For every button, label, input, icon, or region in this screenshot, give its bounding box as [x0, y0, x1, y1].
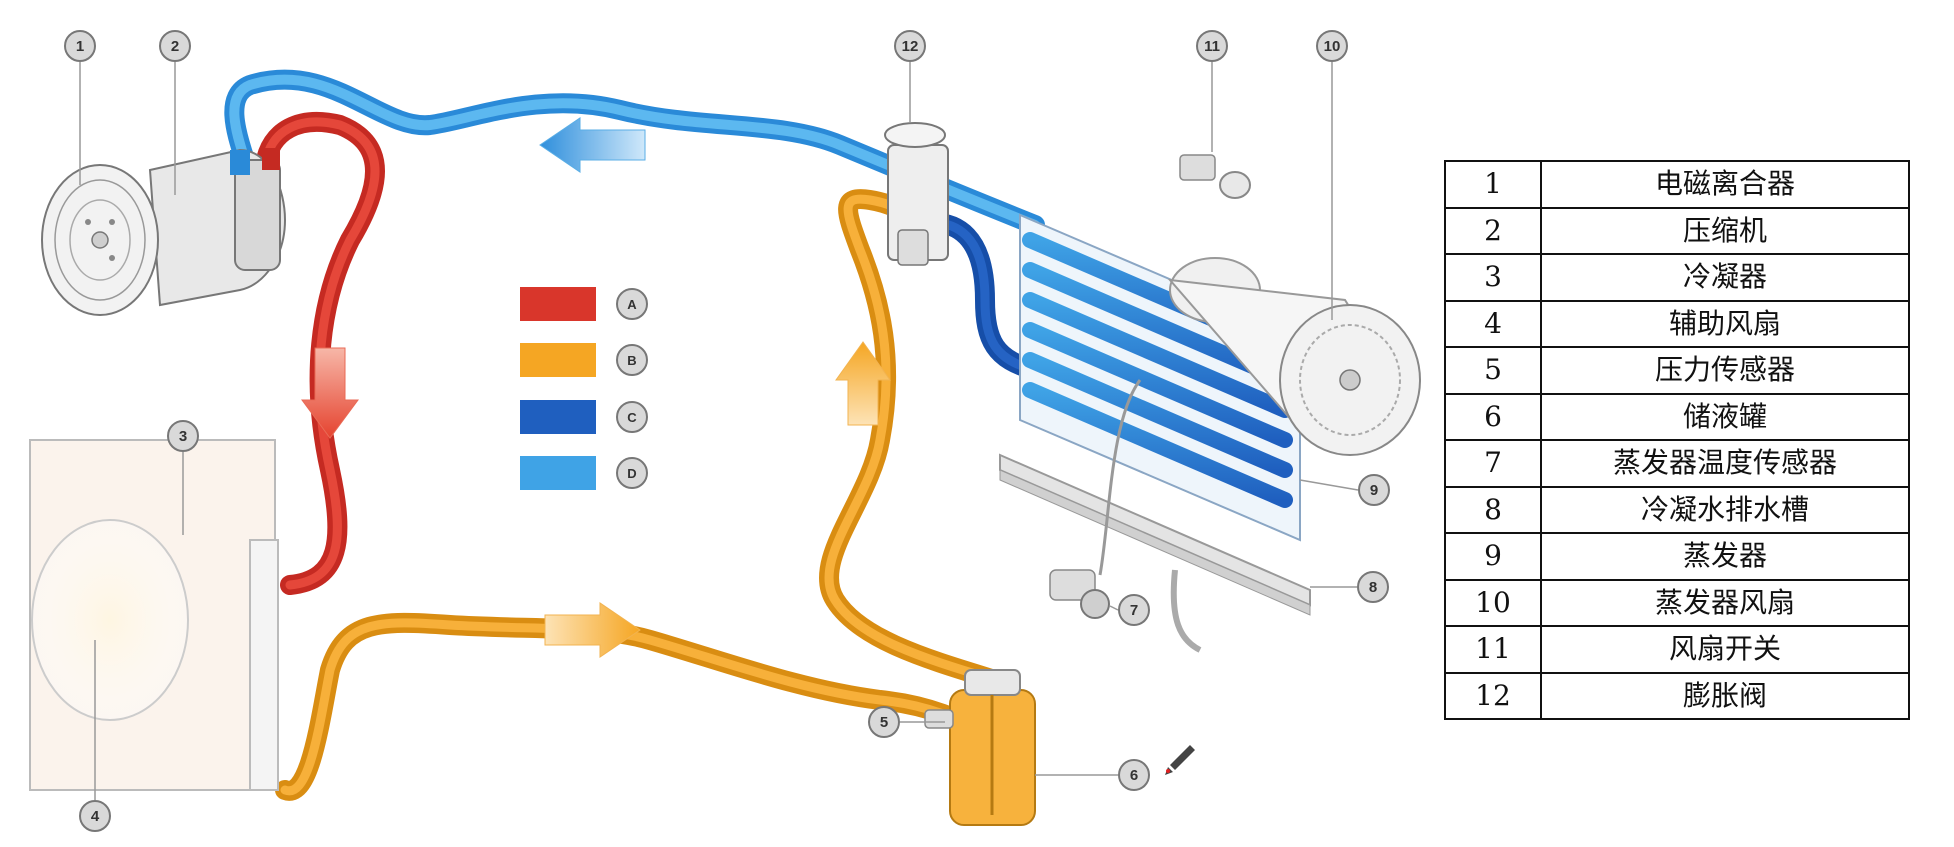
evaporator-temperature-sensor — [1049, 379, 1142, 619]
callout-1: 1 — [64, 30, 96, 62]
callouts: 1 2 3 4 5 6 7 8 — [64, 30, 1390, 832]
callout-5: 5 — [868, 706, 900, 738]
fan-switch — [1179, 154, 1251, 199]
legend-swatch-c — [520, 400, 596, 434]
compressor — [148, 148, 287, 307]
callout-9: 9 — [1358, 474, 1390, 506]
callout-3: 3 — [167, 420, 199, 452]
part-number: 9 — [1444, 532, 1542, 581]
legend-label-c: C — [627, 410, 637, 425]
part-name: 风扇开关 — [1540, 625, 1910, 674]
part-number: 2 — [1444, 206, 1542, 255]
part-number: 7 — [1444, 439, 1542, 488]
part-number: 4 — [1444, 299, 1542, 348]
part-name: 蒸发器风扇 — [1540, 578, 1910, 627]
svg-text:1: 1 — [76, 38, 84, 55]
auxiliary-fan — [31, 519, 189, 721]
legend-swatch-b — [520, 343, 596, 377]
pressure-sensor — [924, 709, 954, 729]
part-name: 冷凝器 — [1540, 253, 1910, 302]
flow-arrow-orange-up — [835, 341, 891, 426]
callout-8: 8 — [1357, 571, 1389, 603]
magnetic-clutch — [41, 164, 159, 316]
part-name: 膨胀阀 — [1540, 671, 1910, 720]
expansion-valve — [884, 122, 949, 266]
svg-text:2: 2 — [171, 38, 179, 55]
flow-arrow-orange-right — [544, 602, 641, 658]
svg-text:12: 12 — [902, 38, 919, 55]
part-name: 压力传感器 — [1540, 346, 1910, 395]
svg-text:10: 10 — [1324, 38, 1341, 55]
svg-text:9: 9 — [1370, 482, 1378, 499]
part-number: 5 — [1444, 346, 1542, 395]
legend-swatch-a — [520, 287, 596, 321]
svg-text:8: 8 — [1369, 579, 1377, 596]
legend-label-a: A — [627, 297, 637, 312]
svg-text:4: 4 — [91, 808, 100, 825]
part-name: 电磁离合器 — [1540, 160, 1910, 209]
callout-2: 2 — [159, 30, 191, 62]
pen-cursor-icon — [1165, 745, 1195, 775]
part-number: 10 — [1444, 578, 1542, 627]
part-number: 8 — [1444, 485, 1542, 534]
part-name: 压缩机 — [1540, 206, 1910, 255]
part-number: 12 — [1444, 671, 1542, 720]
part-number: 1 — [1444, 160, 1542, 209]
part-name: 储液罐 — [1540, 392, 1910, 441]
callout-11: 11 — [1196, 30, 1228, 62]
callout-6: 6 — [1118, 759, 1150, 791]
callout-12: 12 — [894, 30, 926, 62]
svg-text:11: 11 — [1204, 38, 1220, 55]
callout-10: 10 — [1316, 30, 1348, 62]
svg-text:7: 7 — [1130, 602, 1138, 619]
condensate-drain-tray — [999, 453, 1311, 653]
legend-label-d: D — [627, 466, 636, 481]
part-number: 3 — [1444, 253, 1542, 302]
callout-leaders — [79, 62, 1359, 800]
part-number: 11 — [1444, 625, 1542, 674]
part-name: 冷凝水排水槽 — [1540, 485, 1910, 534]
part-name: 蒸发器温度传感器 — [1540, 439, 1910, 488]
callout-4: 4 — [79, 800, 111, 832]
svg-text:5: 5 — [880, 714, 888, 731]
part-number: 6 — [1444, 392, 1542, 441]
flow-arrow-blue — [539, 117, 646, 173]
liquid-line-2 — [819, 189, 1005, 690]
legend-swatch-d — [520, 456, 596, 490]
svg-text:6: 6 — [1130, 767, 1138, 784]
receiver-drier — [949, 669, 1036, 826]
part-name: 辅助风扇 — [1540, 299, 1910, 348]
flow-arrow-red — [301, 347, 359, 439]
part-name: 蒸发器 — [1540, 532, 1910, 581]
evaporator-fan — [1167, 257, 1421, 456]
legend: A B C D — [520, 287, 648, 490]
svg-text:3: 3 — [179, 428, 187, 445]
callout-7: 7 — [1118, 594, 1150, 626]
legend-label-b: B — [627, 353, 636, 368]
